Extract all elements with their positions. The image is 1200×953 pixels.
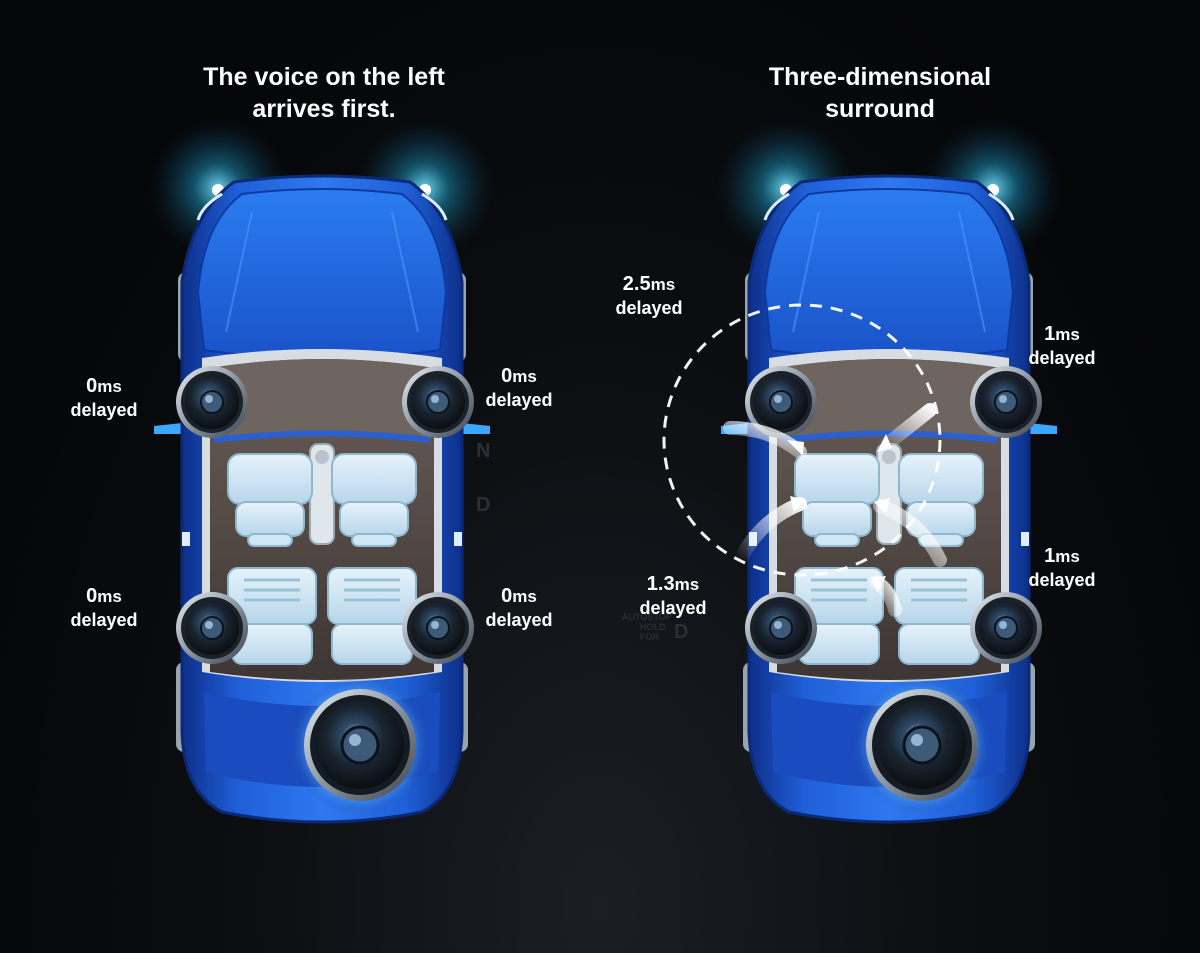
delay-unit: ms: [97, 587, 122, 606]
delay-unit: ms: [97, 377, 122, 396]
right-front-left-label: 2.5ms delayed: [579, 272, 719, 319]
delay-unit: ms: [512, 587, 537, 606]
right-title: Three-dimensional surround: [700, 61, 1060, 125]
right-title-line2: surround: [825, 95, 935, 123]
left-rear-right-label: 0ms delayed: [449, 584, 589, 631]
delay-text: delayed: [485, 390, 553, 410]
delay-value: 0: [501, 365, 513, 387]
delay-value: 1: [1044, 545, 1056, 567]
left-front-right-label: 0ms delayed: [449, 364, 589, 411]
delay-unit: ms: [512, 367, 537, 386]
delay-value: 1.3: [646, 573, 675, 595]
delay-text: delayed: [639, 598, 707, 618]
gear-n-indicator: N: [476, 440, 491, 462]
left-title: The voice on the left arrives first.: [144, 61, 504, 125]
left-front-left-label: 0ms delayed: [34, 374, 174, 421]
right-title-line1: Three-dimensional: [768, 63, 992, 91]
delay-value: 0: [86, 375, 98, 397]
delay-unit: ms: [1055, 547, 1080, 566]
left-title-line2: arrives first.: [252, 95, 396, 123]
delay-unit: ms: [674, 575, 700, 594]
delay-text: delayed: [1028, 570, 1096, 590]
autostop-indicator: AUTOSTOP HOLD FOR D: [622, 612, 712, 642]
delay-text: delayed: [485, 610, 553, 630]
delay-text: delayed: [70, 610, 138, 630]
right-front-right-label: 1ms delayed: [992, 322, 1132, 369]
left-rear-left-label: 0ms delayed: [34, 584, 174, 631]
delay-value: 0: [86, 585, 98, 607]
autostop-hold: HOLD: [640, 622, 666, 632]
right-rear-left-label: 1.3ms delayed: [603, 572, 743, 619]
autostop-label: AUTOSTOP: [622, 612, 672, 622]
delay-unit: ms: [1055, 325, 1080, 344]
autostop-for: FOR: [640, 632, 659, 642]
delay-text: delayed: [615, 298, 683, 318]
gear-d-indicator: D: [476, 494, 491, 516]
delay-unit: ms: [650, 275, 676, 294]
left-car-group: [148, 118, 495, 822]
right-rear-right-label: 1ms delayed: [992, 544, 1132, 591]
autostop-gear: D: [674, 621, 689, 643]
delay-value: 0: [501, 585, 513, 607]
left-title-line1: The voice on the left: [203, 63, 445, 91]
delay-value: 1: [1044, 323, 1056, 345]
delay-text: delayed: [70, 400, 138, 420]
delay-text: delayed: [1028, 348, 1096, 368]
right-car-group: [662, 118, 1063, 822]
delay-value: 2.5: [622, 273, 651, 295]
